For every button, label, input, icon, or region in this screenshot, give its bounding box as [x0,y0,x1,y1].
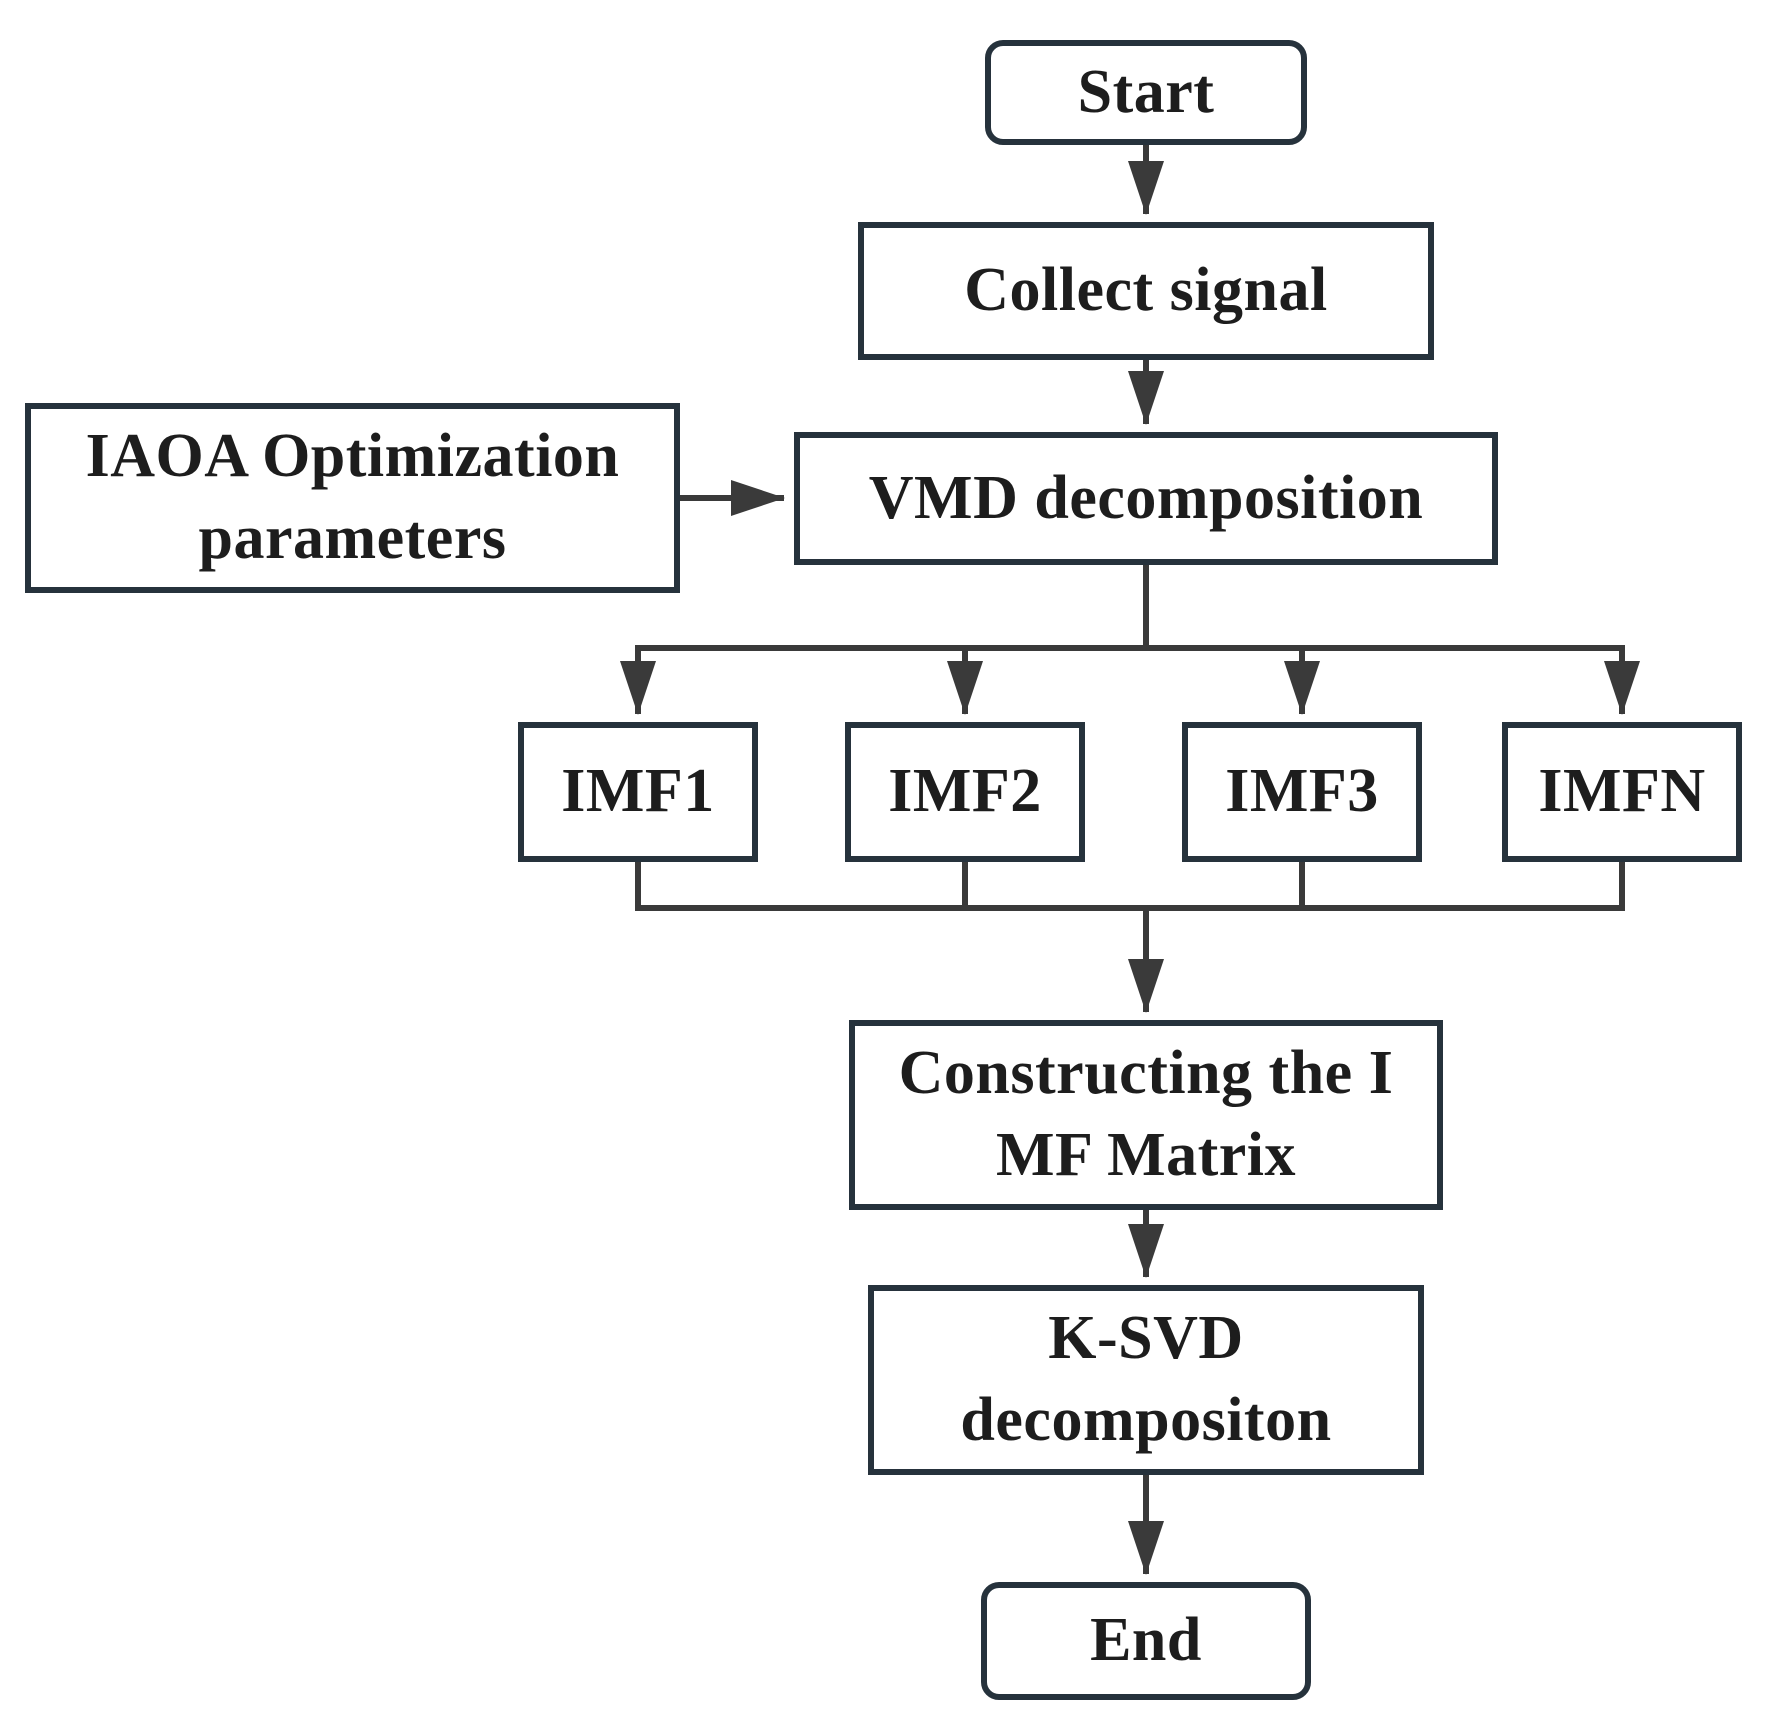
node-start: Start [985,40,1307,145]
node-constructing-imf-matrix: Constructing the I MF Matrix [849,1020,1443,1210]
node-ksvd-decomposition: K-SVD decompositon [868,1285,1424,1475]
node-collect-signal: Collect signal [858,222,1434,360]
node-imf3: IMF3 [1182,722,1422,862]
node-imfn-label: IMFN [1538,757,1706,826]
node-iaoa-optimization-parameters-label: IAOA Optimization parameters [85,422,620,572]
node-imf1-label: IMF1 [561,757,715,826]
node-constructing-imf-matrix-label: Constructing the I MF Matrix [898,1039,1394,1189]
node-imf1: IMF1 [518,722,758,862]
node-ksvd-decomposition-label: K-SVD decompositon [960,1304,1332,1454]
node-end-label: End [1090,1606,1202,1675]
node-collect-signal-label: Collect signal [964,256,1328,325]
node-iaoa-optimization-parameters: IAOA Optimization parameters [25,403,680,593]
node-start-label: Start [1077,57,1215,126]
node-imf3-label: IMF3 [1225,757,1379,826]
node-vmd-decomposition-label: VMD decomposition [868,463,1424,532]
node-end: End [981,1582,1311,1700]
node-imf2: IMF2 [845,722,1085,862]
node-imf2-label: IMF2 [888,757,1042,826]
node-vmd-decomposition: VMD decomposition [794,432,1498,565]
node-imfn: IMFN [1502,722,1742,862]
